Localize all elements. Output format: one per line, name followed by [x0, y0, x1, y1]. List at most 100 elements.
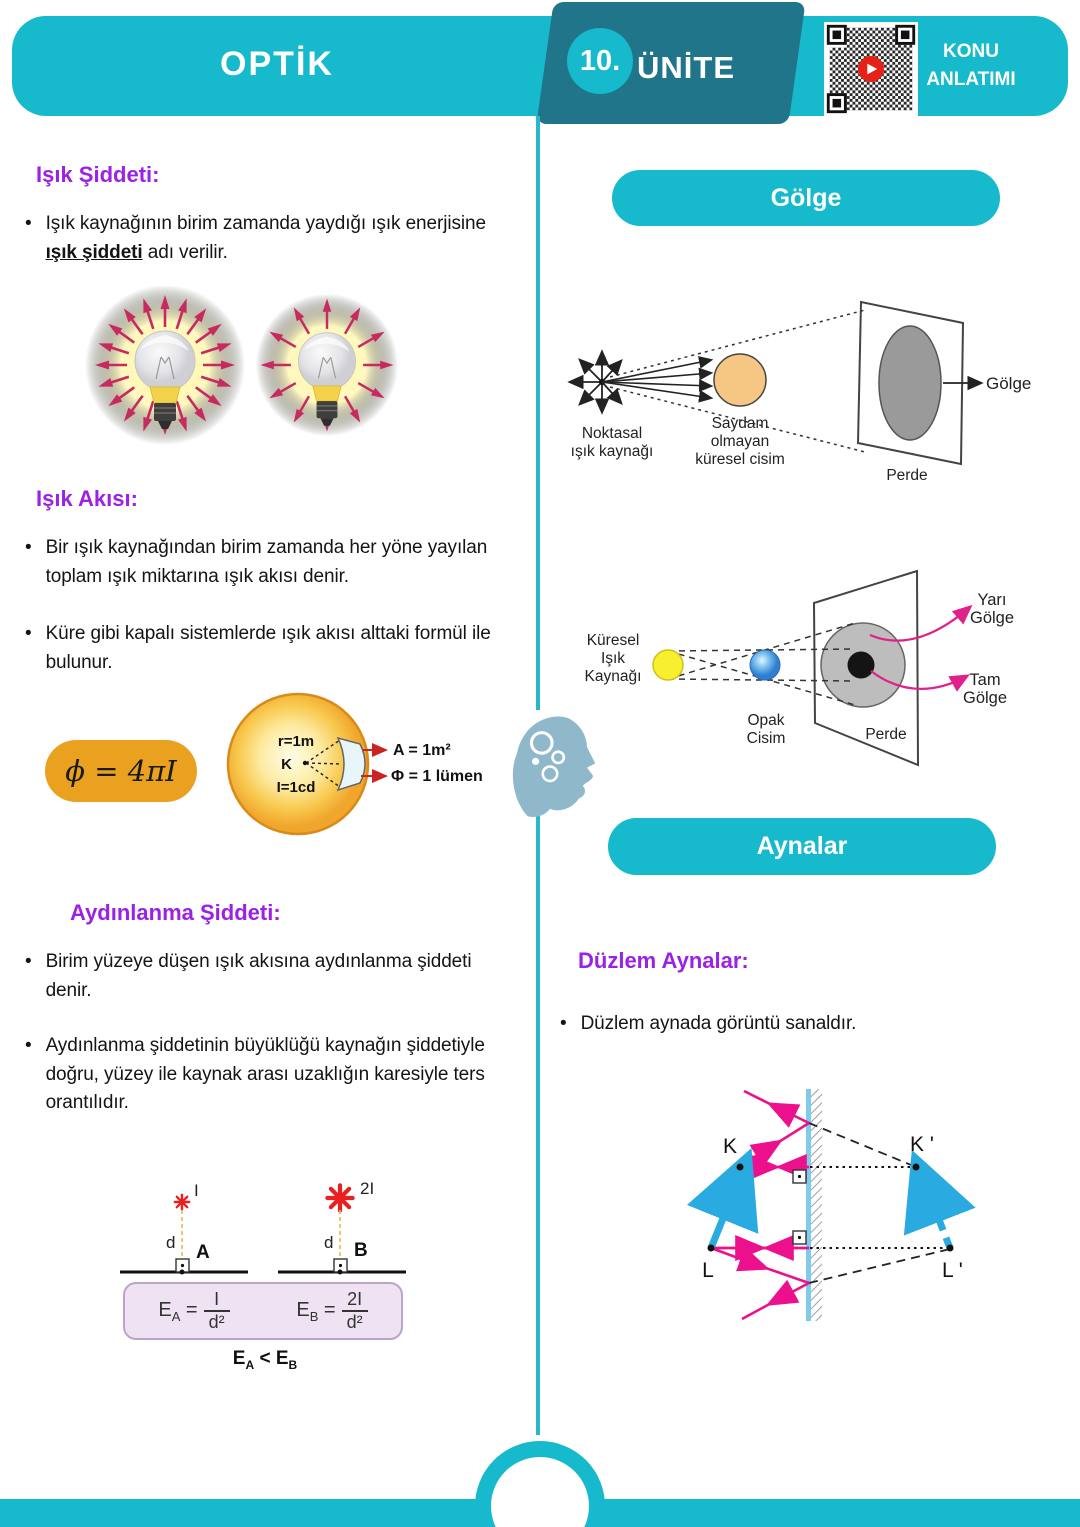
umbra-pointer [870, 670, 970, 692]
point-b-label: B [354, 1240, 368, 1261]
source-label-line2: ışık kaynağı [571, 443, 654, 460]
eb-denominator: d² [341, 1310, 368, 1333]
point-light-source [567, 349, 623, 415]
bullet-isik-akisi-2: • Küre gibi kapalı sistemlerde ışık akıs… [25, 620, 530, 677]
heading-aydinlanma: Aydınlanma Şiddeti: [70, 900, 281, 925]
point-source-shadow-diagram: Gölge Noktasal ışık kaynağı Saydam olmay… [567, 300, 1031, 484]
eb-subscript: B [309, 1308, 319, 1324]
mirror-hatching [810, 1089, 822, 1321]
shadow-label: Gölge [986, 374, 1031, 393]
thinking-head-logo [512, 716, 596, 817]
ea-symbol: E [158, 1298, 172, 1321]
point-l-label: L [702, 1259, 714, 1282]
source-label-line1: Noktasal [582, 425, 642, 442]
screen-label: Perde [886, 467, 927, 484]
qr-code [824, 22, 918, 116]
ea-denominator: d² [203, 1310, 230, 1333]
qr-caption-line1: KONU [943, 41, 999, 62]
object-label-line2: olmayan [711, 433, 770, 450]
unit-area-patch [336, 736, 366, 792]
source-label-line3: Kaynağı [585, 668, 642, 685]
bullet-dot: • [25, 537, 32, 558]
cmp-right-sub: B [288, 1357, 298, 1372]
radius-label: r=1m [278, 733, 314, 750]
umbra-label-line1: Tam [969, 671, 1000, 689]
bullet-text-term: ışık şiddeti [45, 241, 143, 263]
penumbra-diagram: Küresel Işık Kaynağı Opak Cisim Perde Ya… [585, 569, 1014, 767]
screen-label: Perde [865, 726, 906, 743]
spherical-light-source [652, 649, 684, 681]
opaque-sphere [713, 353, 767, 407]
distance-b-label: d [324, 1233, 333, 1252]
comparison-result: EA < EB [200, 1348, 330, 1372]
bullet-text-post: adı verilir. [142, 241, 228, 263]
bulb-weak [255, 293, 399, 437]
eb-numerator: 2I [347, 1289, 363, 1310]
illumination-diagram: I d A 2I d B [120, 1180, 406, 1275]
center-label: K [281, 756, 292, 773]
heading-duzlem-aynalar: Düzlem Aynalar: [578, 948, 749, 973]
ea-numerator: I [214, 1289, 220, 1310]
bullet-aydinlanma-2: • Aydınlanma şiddetinin büyüklüğü kaynağ… [25, 1032, 530, 1118]
cmp-operator: < [259, 1348, 271, 1369]
page-title: OPTİK [220, 45, 334, 83]
umbra-circle [847, 651, 875, 679]
point-k-image-label: K ' [910, 1133, 934, 1156]
unit-number: 10. [567, 28, 633, 94]
unit-word: ÜNİTE [637, 50, 735, 85]
ea-subscript: A [171, 1308, 181, 1324]
bullet-isik-akisi-1: • Bir ışık kaynağından birim zamanda her… [25, 534, 530, 591]
object-label-line1: Saydam [712, 415, 769, 432]
qr-code-graphic [824, 22, 918, 116]
heading-isik-akisi: Işık Akısı: [36, 486, 138, 511]
qr-caption: KONU ANLATIMI [916, 38, 1026, 93]
scene-b: 2I d B [278, 1180, 406, 1275]
heading-isik-siddeti: Işık Şiddeti: [36, 162, 160, 187]
bullet-dot: • [25, 623, 32, 644]
distance-a-label: d [166, 1233, 175, 1252]
virtual-image-arrow [903, 1149, 976, 1250]
bullet-text: Birim yüzeye düşen ışık akısına aydınlan… [45, 951, 472, 1001]
section-pill-aynalar: Aynalar [608, 818, 996, 875]
source-b-label: 2I [360, 1180, 374, 1198]
penumbra-pointer [869, 604, 973, 642]
point-l-image-label: L ' [942, 1259, 963, 1282]
bullet-dot: • [25, 1035, 32, 1056]
bullet-duzlem: • Düzlem aynada görüntü sanaldır. [560, 1010, 1050, 1039]
cmp-right: E [275, 1348, 289, 1369]
lumen-label: Φ = 1 lümen [391, 768, 483, 785]
cmp-left: E [232, 1348, 246, 1369]
bullet-text-pre: Işık kaynağının birim zamanda yaydığı ış… [45, 213, 486, 234]
object-label-line1: Opak [747, 712, 784, 729]
bullet-text: Işık kaynağının birim zamanda yaydığı ış… [46, 210, 521, 267]
unit-badge: 10. ÜNİTE [536, 2, 806, 124]
scene-a: I d A [120, 1181, 248, 1275]
bullet-isik-siddeti: • Işık kaynağının birim zamanda yaydığı … [25, 210, 530, 267]
light-bulbs-illustration [85, 285, 399, 445]
object-arrow [686, 1148, 759, 1250]
sphere [226, 692, 370, 836]
center-divider-bottom [536, 815, 540, 1435]
source-label-line1: Küresel [587, 632, 640, 649]
bullet-dot: • [25, 213, 32, 234]
point-k-label: K [723, 1135, 737, 1158]
flux-formula-pill: ϕ = 4πI [45, 740, 197, 802]
cmp-left-sub: A [245, 1357, 255, 1372]
bullet-text: Küre gibi kapalı sistemlerde ışık akısı … [45, 623, 491, 673]
flux-sphere-diagram: r=1m K I=1cd A = 1m² Φ = 1 lümen [226, 692, 483, 836]
center-divider-top [536, 116, 540, 710]
shadow-ellipse [878, 325, 942, 441]
footer-circle-notch [475, 1441, 605, 1527]
point-a-label: A [196, 1242, 210, 1263]
source-label-line2: Işık [601, 650, 625, 667]
eb-symbol: E [296, 1298, 310, 1321]
section-pill-golge: Gölge [612, 170, 1000, 226]
bullet-aydinlanma-1: • Birim yüzeye düşen ışık akısına aydınl… [25, 948, 530, 1005]
source-a-label: I [194, 1181, 199, 1200]
bullet-text: Düzlem aynada görüntü sanaldır. [580, 1013, 857, 1034]
area-label: A = 1m² [393, 742, 451, 759]
bullet-dot: • [25, 951, 32, 972]
